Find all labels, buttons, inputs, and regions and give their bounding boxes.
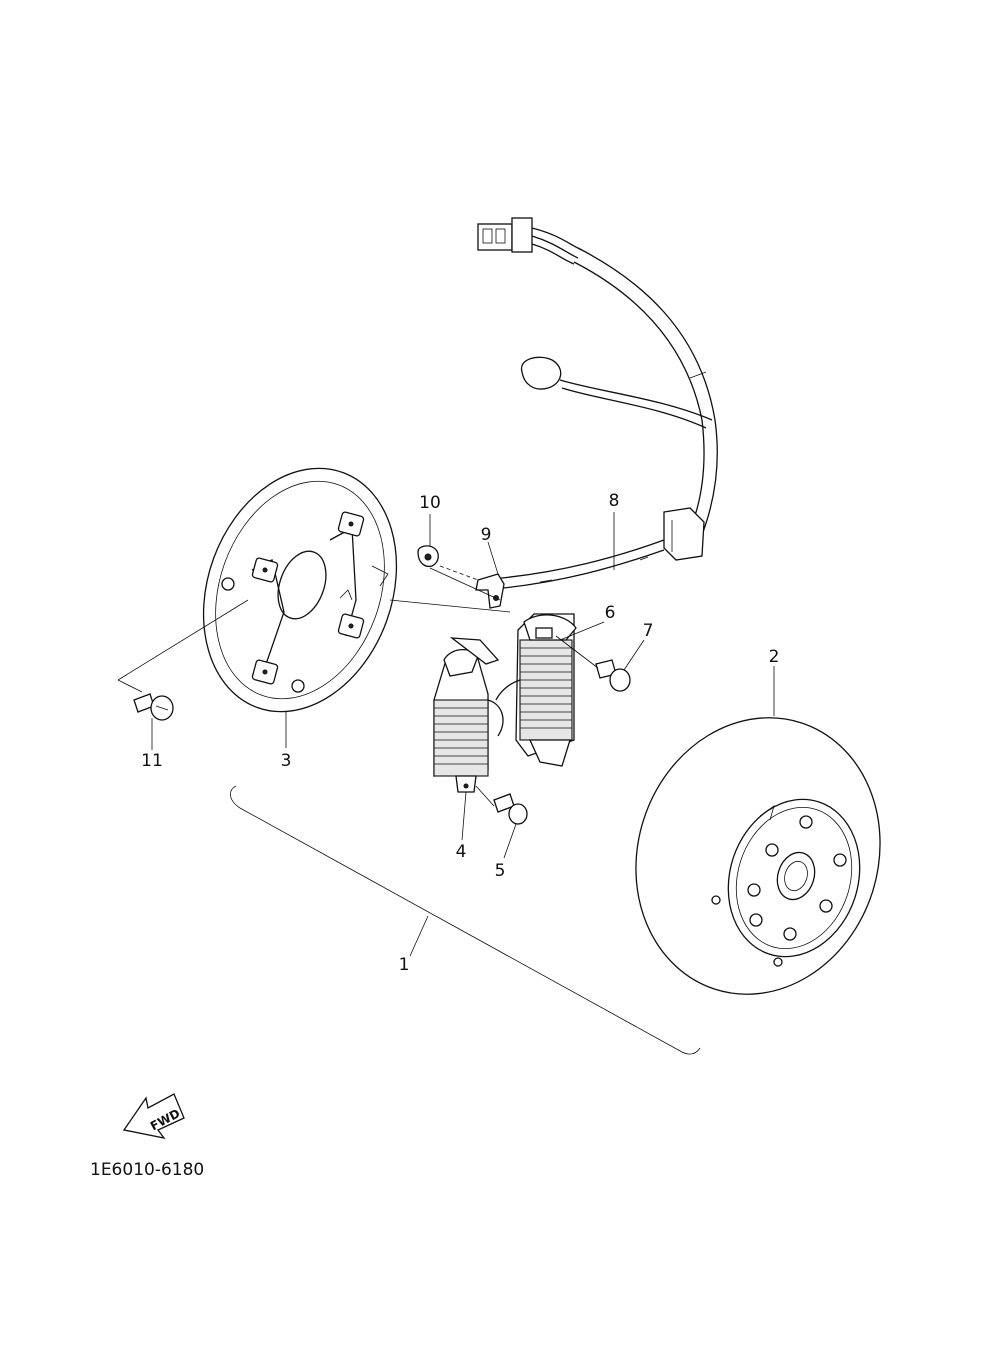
callout-3: 3 [281,751,292,771]
lighting-coil-part [495,613,577,767]
callout-5: 5 [495,861,506,881]
assembly-bracket [230,785,701,1055]
callout-7: 7 [643,621,654,641]
callout-10: 10 [419,493,441,513]
callout-8: 8 [609,491,620,511]
callout-2: 2 [769,647,780,667]
flywheel-rotor-part [635,717,881,995]
screw-part-11 [133,693,174,721]
callout-9: 9 [481,525,492,545]
source-coil-part [433,637,504,793]
grommet-nut-part [417,545,439,568]
screw-part-5 [493,793,528,825]
wire-harness-part [477,217,718,591]
callout-1: 1 [399,955,410,975]
part-callouts: 1 2 3 4 5 6 7 8 9 10 11 [141,491,779,975]
callout-6: 6 [605,603,616,623]
callout-4: 4 [456,842,467,862]
stator-plate-part [202,467,398,713]
diagram-code: 1E6010-6180 [90,1160,204,1180]
screw-part-7 [595,659,631,692]
callout-11: 11 [141,751,163,771]
callout-leaders [151,512,775,957]
fwd-arrow-icon: FWD [122,1093,185,1139]
